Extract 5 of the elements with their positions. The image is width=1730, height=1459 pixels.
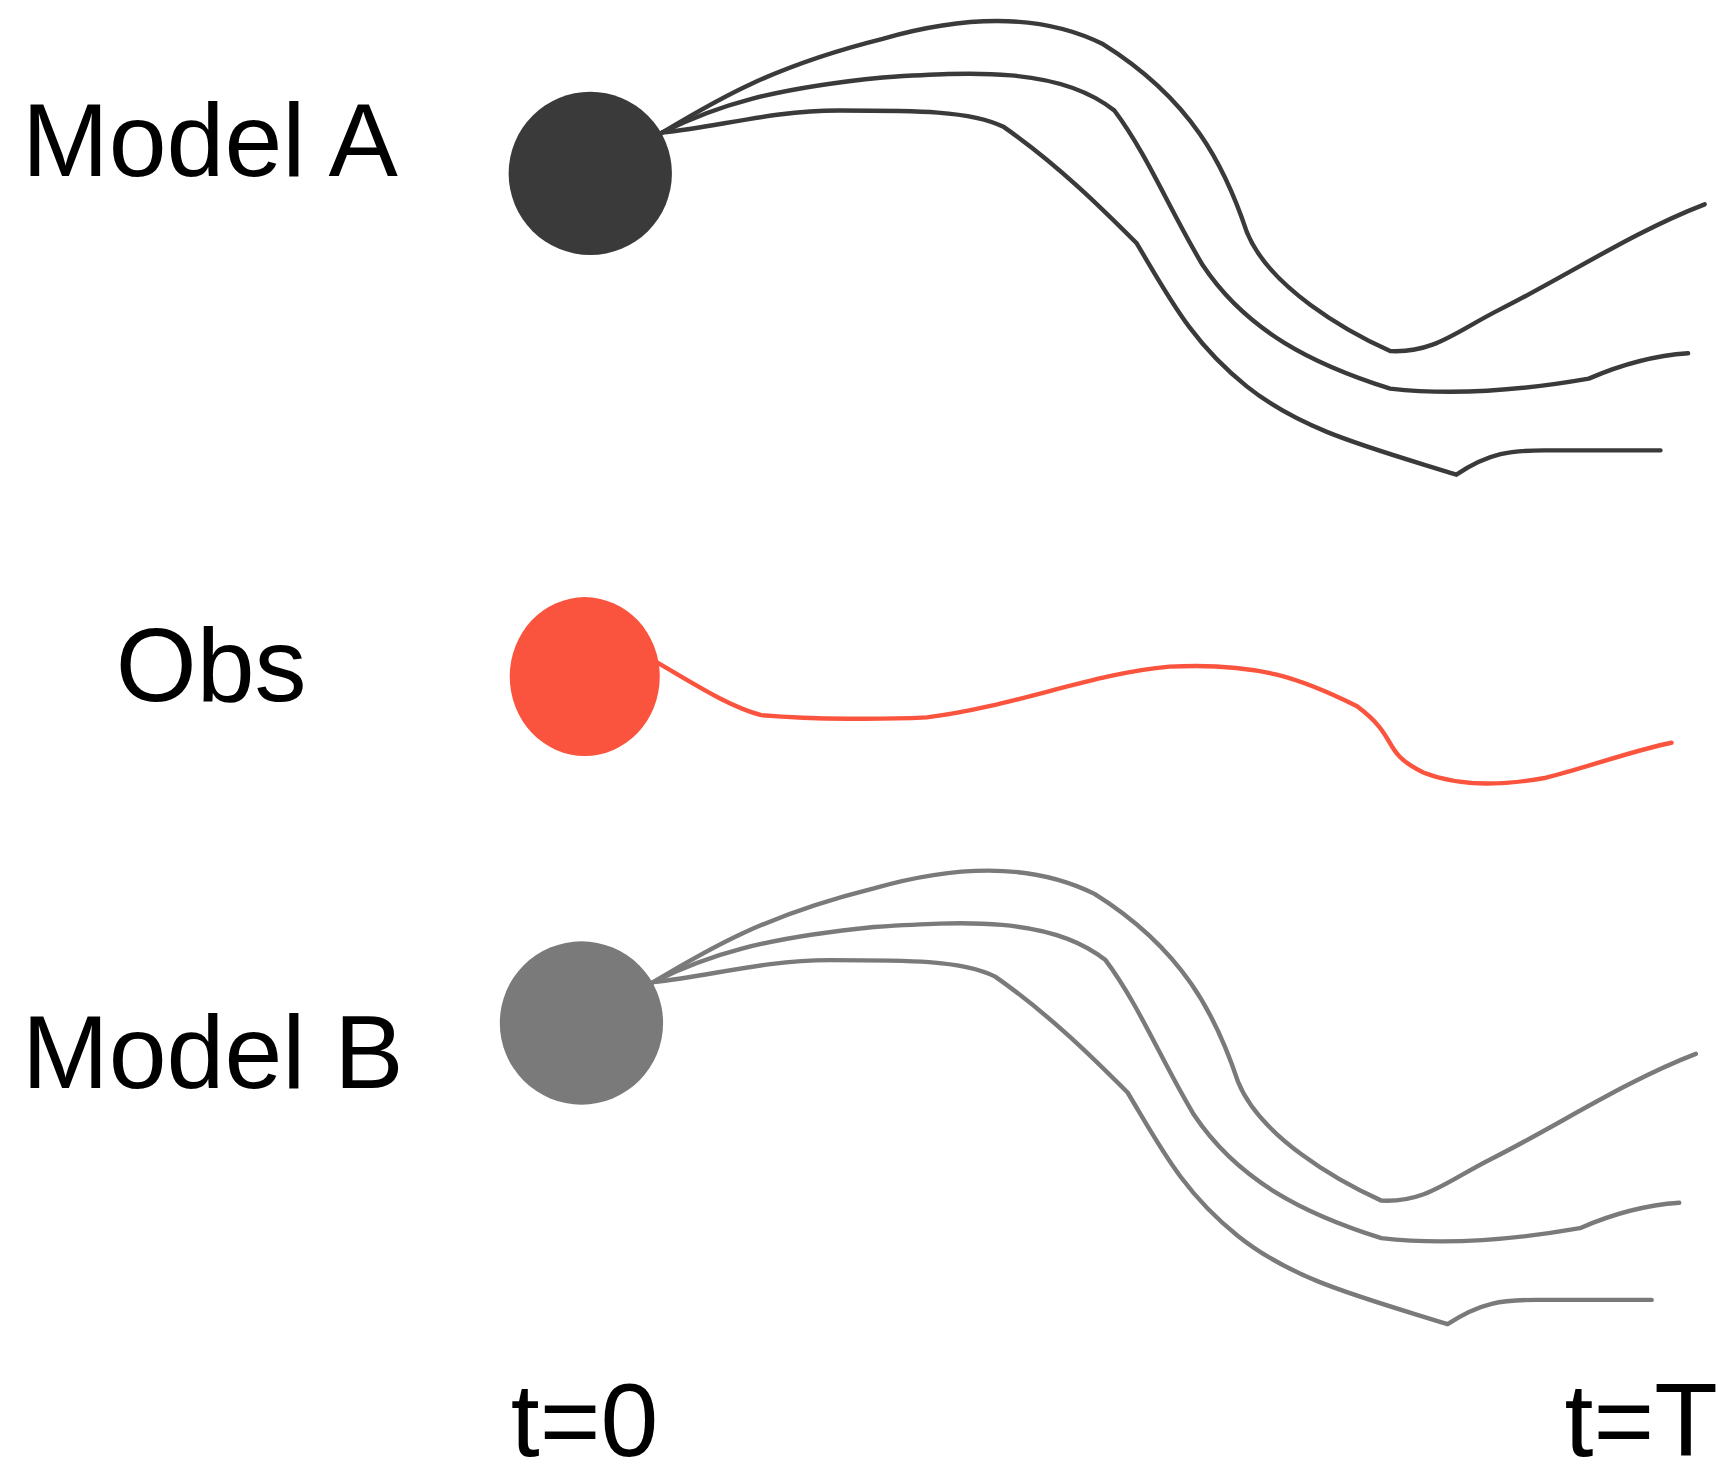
time-label: t=0 [510, 1368, 659, 1459]
time-label: t=T [1564, 1368, 1718, 1459]
row-label: Obs [115, 613, 307, 718]
row-label: Model A [22, 88, 398, 193]
row-label: Model B [22, 999, 404, 1104]
